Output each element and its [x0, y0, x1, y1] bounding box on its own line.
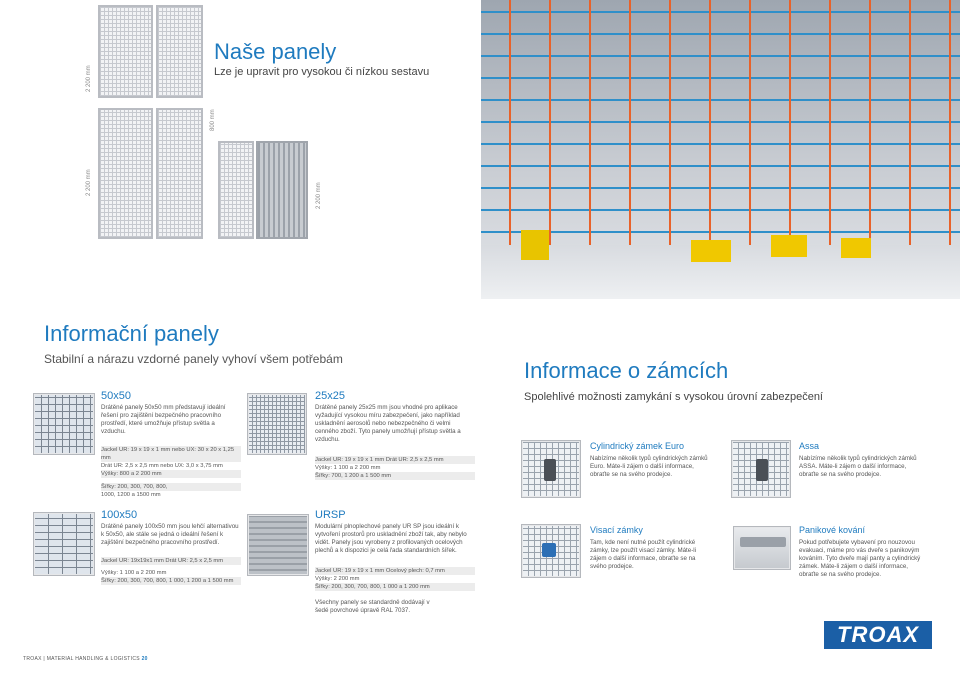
product-description: Drátěné panely 50x50 mm představují ideá…	[101, 404, 226, 435]
lock-assa: Assa Nabízíme několik typů cylindrických…	[799, 441, 927, 479]
section-subtitle: Stabilní a nárazu vzdorné panely vyhoví …	[44, 352, 343, 366]
spec-line: Jackel UR: 19 x 19 x 1 mm Ocelový plech:…	[315, 567, 475, 575]
spec-line: Výšky: 800 a 2 200 mm	[101, 470, 241, 478]
lock-title: Assa	[799, 441, 820, 451]
dimension-label: 2 200 mm	[316, 182, 322, 209]
lock-image-euro	[521, 440, 581, 498]
lock-image-assa	[731, 440, 791, 498]
spec-line: Šířky: 200, 300, 700, 800, 1 000 a 1 200…	[315, 583, 475, 591]
page-footer: TROAX | MATERIAL HANDLING & LOGISTICS 20	[23, 656, 148, 662]
dimension-label: 2 200 mm	[86, 169, 92, 196]
spec-line: Šířky: 200, 300, 700, 800, 1 000, 1 200 …	[101, 577, 241, 585]
lock-title: Visací zámky	[590, 525, 643, 535]
spec-line: 1000, 1200 a 1500 mm	[101, 492, 161, 498]
lock-description: Nabízíme několik typů cylindrických zámk…	[799, 455, 917, 478]
product-title: URSP	[315, 509, 346, 521]
page-subtitle: Lze je upravit pro vysokou či nízkou ses…	[214, 66, 430, 78]
product-description: Drátěné panely 25x25 mm jsou vhodné pro …	[315, 404, 461, 443]
footer-brand: TROAX	[23, 656, 42, 662]
page-number: 20	[141, 656, 148, 662]
dimension-label: 800 mm	[210, 109, 216, 131]
warehouse-photo	[481, 0, 960, 299]
lock-description: Pokud potřebujete vybavení pro nouzovou …	[799, 539, 921, 578]
product-title: 50x50	[101, 390, 131, 402]
panel-diagram-tall	[98, 5, 153, 98]
product-title: 100x50	[101, 509, 138, 521]
spec-line: Šířky: 200, 300, 700, 800,	[101, 483, 241, 491]
product-50x50: 50x50 Drátěné panely 50x50 mm představuj…	[101, 390, 241, 499]
panel-diagram-solid	[256, 141, 308, 239]
lock-panic: Panikové kování Pokud potřebujete vybave…	[799, 525, 927, 579]
spec-line: Drát UR: 2,5 x 2,5 mm nebo UX: 3,0 x 3,7…	[101, 463, 223, 469]
panel-diagram-a	[98, 108, 153, 239]
spec-line: Výšky: 1 100 a 2 200 mm	[101, 570, 167, 576]
lock-image-panic	[733, 526, 791, 570]
page-title: Naše panely	[214, 39, 337, 64]
product-description: Drátěné panely 100x50 mm jsou lehčí alte…	[101, 523, 239, 546]
lock-padlock: Visací zámky Tam, kde není nutné použít …	[590, 525, 712, 571]
product-image-ursp	[247, 514, 309, 576]
dimension-label: 2 200 mm	[86, 65, 92, 92]
lock-image-padlock	[521, 524, 581, 578]
section-title: Informační panely	[44, 321, 219, 346]
lock-description: Tam, kde není nutné použít cylindrické z…	[590, 539, 697, 570]
panel-diagram-b	[156, 108, 203, 239]
spec-line: Jackel UR: 19 x 19 x 1 mm Drát UR: 2,5 x…	[315, 456, 475, 464]
panel-diagram-tall-2	[156, 5, 203, 98]
lock-title: Cylindrický zámek Euro	[590, 441, 685, 451]
lock-title: Panikové kování	[799, 525, 866, 535]
product-image-50x50	[33, 393, 95, 455]
product-description: Modulární plnoplechové panely UR SP jsou…	[315, 523, 467, 554]
spec-line: Jackel UR: 19 x 19 x 1 mm nebo UX: 30 x …	[101, 446, 241, 462]
troax-logo: TROAX	[824, 621, 932, 649]
locks-subtitle: Spolehlivé možnosti zamykání s vysokou ú…	[524, 391, 823, 403]
spec-line: Šířky: 700, 1 200 a 1 500 mm	[315, 472, 475, 480]
product-image-25x25	[247, 393, 307, 455]
spec-line: Výšky: 1 100 a 2 200 mm	[315, 465, 381, 471]
lock-euro: Cylindrický zámek Euro Nabízíme několik …	[590, 441, 712, 479]
finish-note: Všechny panely se standardně dodávají v …	[315, 599, 430, 614]
footer-section: MATERIAL HANDLING & LOGISTICS	[46, 656, 140, 662]
locks-title: Informace o zámcích	[524, 358, 729, 383]
lock-description: Nabízíme několik typů cylindrických zámk…	[590, 455, 708, 478]
product-title: 25x25	[315, 390, 345, 402]
spec-line: Výšky: 2 200 mm	[315, 576, 360, 582]
product-ursp: URSP Modulární plnoplechové panely UR SP…	[315, 509, 475, 615]
product-25x25: 25x25 Drátěné panely 25x25 mm jsou vhodn…	[315, 390, 475, 480]
product-100x50: 100x50 Drátěné panely 100x50 mm jsou leh…	[101, 509, 241, 585]
spec-line: Jackel UR: 19x19x1 mm Drát UR: 2,5 x 2,5…	[101, 557, 241, 565]
panel-diagram-c	[218, 141, 254, 239]
product-image-100x50	[33, 512, 95, 576]
